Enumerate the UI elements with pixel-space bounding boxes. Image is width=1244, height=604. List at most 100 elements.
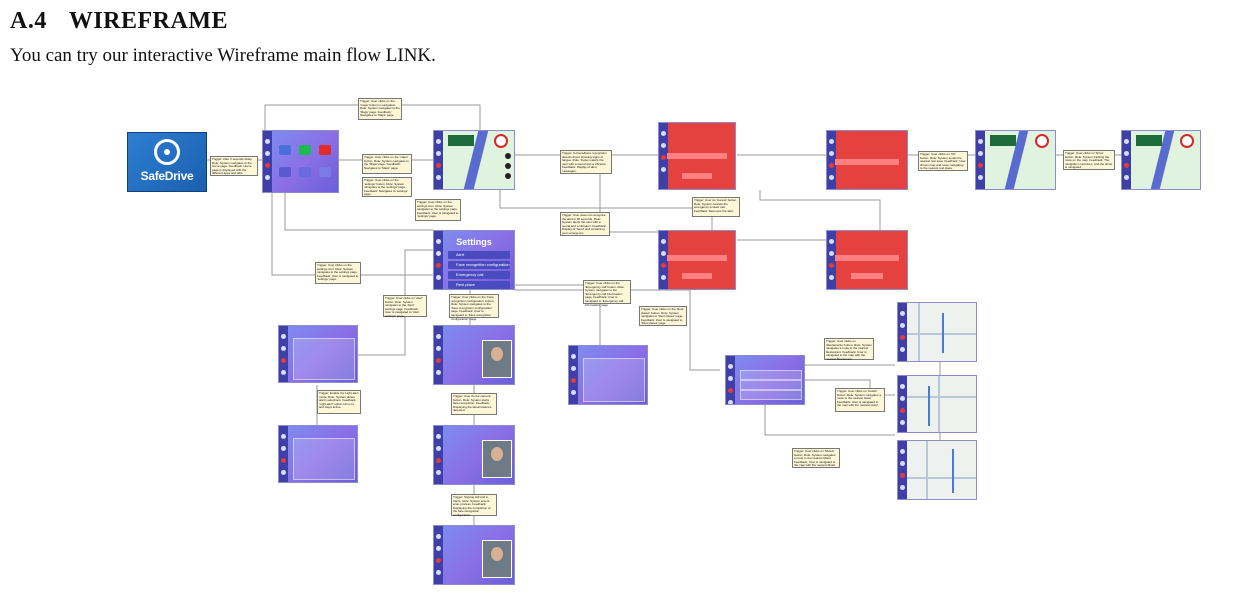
- emergency-contact-alert-screen[interactable]: [826, 230, 908, 290]
- fatigue-alert-screen[interactable]: [658, 122, 736, 190]
- alert-message: [666, 153, 728, 159]
- connector: [764, 390, 895, 436]
- annotation-note: Trigger: User do the camera button. Role…: [451, 393, 497, 415]
- alert-settings-screen[interactable]: [278, 325, 358, 383]
- nav-rail: [726, 356, 735, 404]
- nav-rail: [434, 326, 443, 384]
- nav-rail: [569, 346, 578, 404]
- alert-message: [835, 159, 899, 165]
- nav-rail: [659, 123, 668, 189]
- rest-places-screen[interactable]: [725, 355, 805, 405]
- maps-app-icon[interactable]: [279, 145, 291, 155]
- settings-item-face-recognition[interactable]: Face recognition configuration: [448, 261, 510, 269]
- annotation-note: Trigger: User clicks on the 'maps' butto…: [358, 98, 402, 120]
- section-heading: A.4 WIREFRAME: [10, 8, 228, 35]
- settings-item-emergency-call[interactable]: Emergency call: [448, 271, 510, 279]
- face-recognition-screen[interactable]: [433, 325, 515, 385]
- fatigue-alert-screen[interactable]: [826, 130, 908, 190]
- motel-map-screen[interactable]: [897, 440, 977, 500]
- intro-text: You can try our interactive Wireframe ma…: [10, 45, 436, 66]
- face-recognition-screen[interactable]: [433, 425, 515, 485]
- nav-rail: [263, 131, 272, 192]
- restaurants-button[interactable]: [740, 370, 802, 380]
- settings-item-alert[interactable]: Alert: [448, 251, 510, 259]
- phone-app-icon[interactable]: [279, 167, 291, 177]
- direction-banner: [990, 135, 1016, 146]
- motels-button[interactable]: [740, 390, 802, 400]
- safedrive-splash-screen[interactable]: SafeDrive: [127, 132, 207, 192]
- annotation-note: Trigger: User do 'Cancel' button. Role: …: [692, 197, 740, 217]
- emergency-contact-alert-screen[interactable]: [658, 230, 736, 290]
- annotation-note: Trigger: User clicks on 'Alert' button. …: [383, 295, 427, 318]
- logo-text: SafeDrive: [140, 169, 194, 183]
- hotel-map-screen[interactable]: [897, 375, 977, 433]
- connector: [284, 192, 433, 231]
- alert-message: [835, 255, 899, 261]
- annotation-note: Trigger: User clicks on the settings ico…: [315, 262, 361, 284]
- camera-preview: [482, 540, 512, 578]
- section-number: A.4: [10, 8, 47, 34]
- rest-route-map-screen[interactable]: [975, 130, 1056, 190]
- settings-app-icon[interactable]: [299, 167, 311, 177]
- connector: [759, 190, 881, 230]
- alert-settings-screen[interactable]: [278, 425, 358, 483]
- annotation-note: Trigger: User clicks on 'OK' button. Rol…: [918, 151, 968, 171]
- annotation-note: Trigger: User clicks on 'Hotels' button.…: [835, 388, 885, 412]
- steering-wheel-icon: [154, 139, 180, 165]
- settings-item-rest-place[interactable]: Rest place: [448, 281, 510, 289]
- cancel-button[interactable]: [851, 273, 883, 279]
- nav-rail: [434, 426, 443, 484]
- navigation-map-screen[interactable]: [1121, 130, 1201, 190]
- nav-rail: [434, 131, 443, 189]
- nav-rail: [659, 231, 668, 289]
- annotation-note: Trigger: User clicks on the 'Emergency c…: [583, 280, 631, 306]
- nav-rail: [976, 131, 985, 189]
- annotation-note: Trigger: User clicks on 'Drive' button. …: [1063, 150, 1115, 170]
- nav-rail: [434, 231, 443, 289]
- emergency-contacts-panel: [583, 358, 645, 402]
- nav-rail: [898, 376, 907, 432]
- ok-button[interactable]: [681, 173, 713, 179]
- nav-rail: [898, 441, 907, 499]
- annotation-note: Trigger: Staying still and in frame. Rol…: [451, 494, 497, 517]
- speed-limit-icon: [1035, 134, 1049, 148]
- alert-options-panel: [293, 438, 355, 480]
- nav-rail: [1122, 131, 1131, 189]
- face-recognition-screen[interactable]: [433, 525, 515, 585]
- annotation-note: Trigger: User clicks on the 'Face recogn…: [449, 294, 499, 320]
- music-app-icon[interactable]: [299, 145, 311, 155]
- annotation-note: Trigger: Enable the Light alert mode. Ro…: [317, 390, 361, 414]
- speed-limit-icon: [494, 134, 508, 148]
- settings-title: Settings: [456, 237, 492, 247]
- restaurant-map-screen[interactable]: [897, 302, 977, 362]
- emergency-call-info-screen[interactable]: [568, 345, 648, 405]
- section-title: WIREFRAME: [68, 8, 229, 34]
- direction-banner: [448, 135, 474, 146]
- nav-rail: [434, 526, 443, 584]
- annotation-note: Trigger: User clicks on the settings ico…: [415, 199, 461, 221]
- nav-rail: [827, 131, 836, 189]
- annotation-note: Trigger: User clicks on the 'Rest places…: [639, 306, 687, 326]
- nav-rail: [279, 426, 288, 482]
- camera-preview: [482, 440, 512, 478]
- annotation-note: Trigger: User clicks on 'Restaurants' bu…: [824, 338, 874, 361]
- alert-options-panel: [293, 338, 355, 380]
- connector: [499, 190, 713, 230]
- connector: [271, 192, 433, 276]
- annotation-note: Trigger: User does not recognize the ale…: [560, 212, 610, 236]
- annotation-note: Trigger: User clicks on the 'settings' b…: [362, 177, 412, 197]
- map-screen[interactable]: [433, 130, 515, 190]
- nav-rail: [898, 303, 907, 361]
- cancel-button[interactable]: [681, 273, 713, 279]
- speed-limit-icon: [1180, 134, 1194, 148]
- direction-banner: [1136, 135, 1162, 146]
- settings-screen[interactable]: Settings Alert Face recognition configur…: [433, 230, 515, 290]
- annotation-note: Trigger: Camera/Face recognition detects…: [560, 150, 612, 174]
- video-app-icon[interactable]: [319, 145, 331, 155]
- home-screen[interactable]: [262, 130, 339, 193]
- contacts-app-icon[interactable]: [319, 167, 331, 177]
- hotels-button[interactable]: [740, 380, 802, 390]
- annotation-note: Trigger: User clicks on the 'maps' butto…: [362, 154, 412, 174]
